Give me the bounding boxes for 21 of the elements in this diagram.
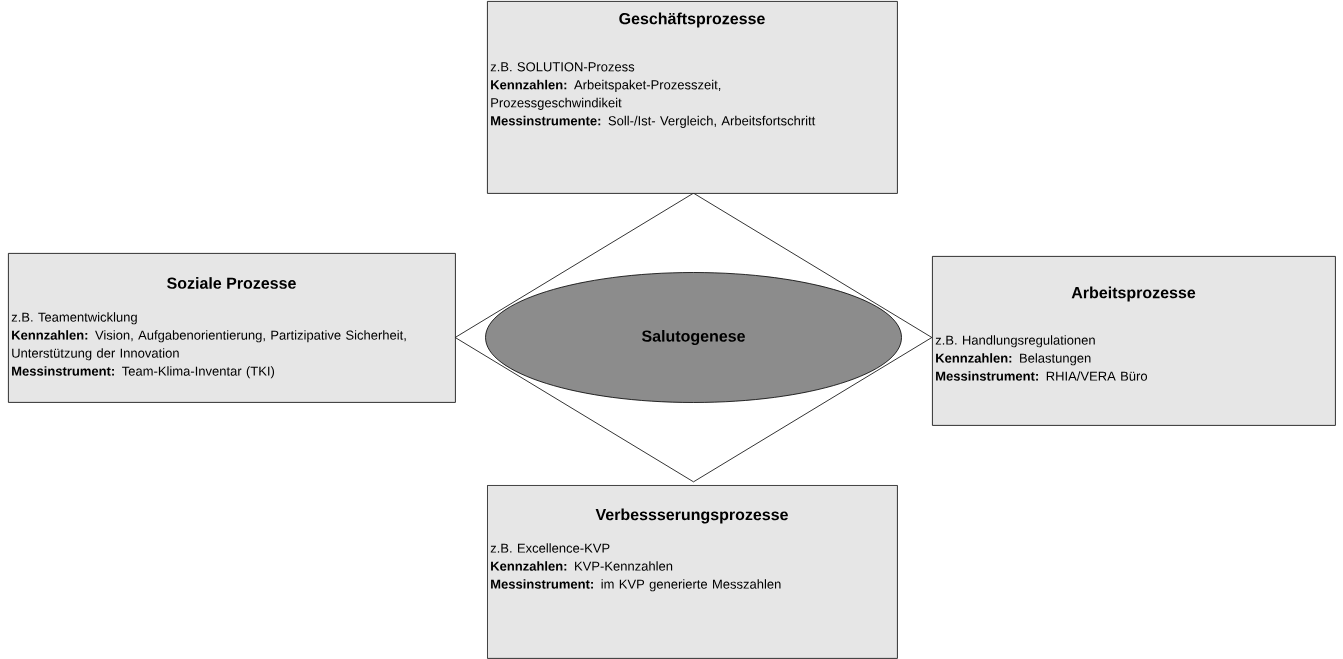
body-text: z.B. Teamentwicklung xyxy=(11,312,137,325)
body-text: z.B. SOLUTION-Prozess xyxy=(490,62,635,72)
process-box xyxy=(932,256,1336,426)
box-heading: Arbeitsprozesse xyxy=(1071,286,1196,302)
box-heading: Verbessserungsprozesse xyxy=(595,508,788,524)
body-text: z.B. Handlungsregulationen xyxy=(935,335,1095,348)
diamond-shape xyxy=(454,192,933,483)
process-box xyxy=(8,253,456,403)
body-text: z.B. Excellence-KVP xyxy=(490,543,610,553)
process-box xyxy=(487,485,898,659)
body-text: Kennzahlen: Belastungen xyxy=(936,353,1091,366)
body-text: Messinstrument: RHIA/VERA Büro xyxy=(936,371,1148,381)
process-box xyxy=(487,1,898,194)
body-text: Kennzahlen: Arbeitspaket-Prozesszeit, Prozessgeschwindikeit xyxy=(491,79,721,110)
box-heading: Geschäftsprozesse xyxy=(619,12,765,28)
box-heading: Soziale Prozesse xyxy=(167,277,296,289)
body-text: Messinstrument: im KVP generierte Messzahlen xyxy=(491,579,781,592)
body-text: Kennzahlen: KVP-Kennzahlen xyxy=(491,561,673,571)
body-text: Kennzahlen: Vision, Aufgabenorientierung, Partizipative Sicherheit, Unterstützung der Innovation xyxy=(12,330,406,361)
body-text: Messinstrument: Team-Klima-Inventar (TKI) xyxy=(12,366,275,379)
body-text: Messinstrumente: Soll-/Ist- Vergleich, Arbeitsfortschritt xyxy=(491,115,816,128)
